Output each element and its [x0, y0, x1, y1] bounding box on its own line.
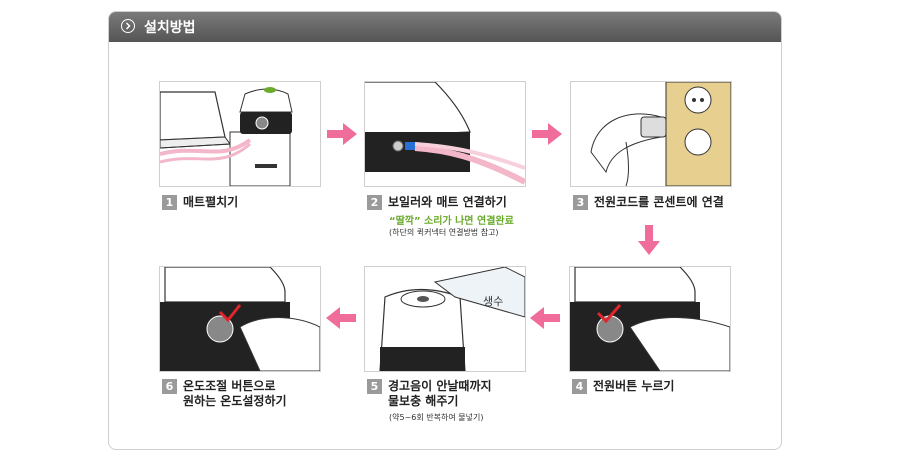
step-text: 온도조절 버튼으로: [183, 379, 276, 393]
step-text: 보일러와 매트 연결하기: [388, 195, 507, 209]
step1-illustration: [159, 81, 321, 187]
arrow-right-icon: [532, 123, 562, 145]
step-text: 경고음이 안날때까지: [388, 379, 492, 393]
step-3: 3 전원코드를 콘센트에 연결: [573, 195, 724, 210]
step-text: 전원코드를 콘센트에 연결: [594, 195, 724, 209]
step-6: 6 온도조절 버튼으로 원하는 온도설정하기: [162, 379, 287, 409]
step-number-badge: 4: [572, 379, 587, 394]
arrow-left-icon: [326, 307, 356, 329]
step-number-badge: 2: [367, 195, 382, 210]
step6-illustration: [159, 266, 321, 372]
arrow-right-icon: [327, 123, 357, 145]
step-4: 4 전원버튼 누르기: [572, 379, 674, 394]
step4-illustration: [569, 266, 731, 372]
section-header: 설치방법: [109, 12, 781, 42]
arrow-left-icon: [530, 307, 560, 329]
step-text-line2: 물보충 해주기: [388, 394, 459, 408]
step3-illustration: [570, 81, 732, 187]
step-number-badge: 3: [573, 195, 588, 210]
step-2: 2 보일러와 매트 연결하기: [367, 195, 507, 210]
step-text: 매트펼치기: [183, 195, 239, 209]
step-1: 1 매트펼치기: [162, 195, 238, 210]
step-number-badge: 6: [162, 379, 177, 394]
step-number-badge: 1: [162, 195, 177, 210]
step-text: 전원버튼 누르기: [593, 379, 675, 393]
chevron-right-circle-icon: [121, 19, 135, 33]
step-5-note: (약5~6회 반복하여 물넣기): [389, 413, 484, 422]
section-title: 설치방법: [144, 20, 196, 36]
arrow-down-icon: [638, 225, 660, 255]
step-2-highlight: “딸깍” 소리가 나면 연결완료: [389, 216, 514, 227]
step-number-badge: 5: [367, 379, 382, 394]
step-text-line2: 원하는 온도설정하기: [183, 394, 287, 408]
step-2-note: (하단의 퀵커넥터 연결방법 참고): [389, 228, 499, 237]
step2-illustration: [364, 81, 526, 187]
bottle-label: 생수: [483, 295, 503, 308]
step5-illustration: 생수: [364, 266, 526, 372]
step-5: 5 경고음이 안날때까지 물보충 해주기: [367, 379, 492, 409]
